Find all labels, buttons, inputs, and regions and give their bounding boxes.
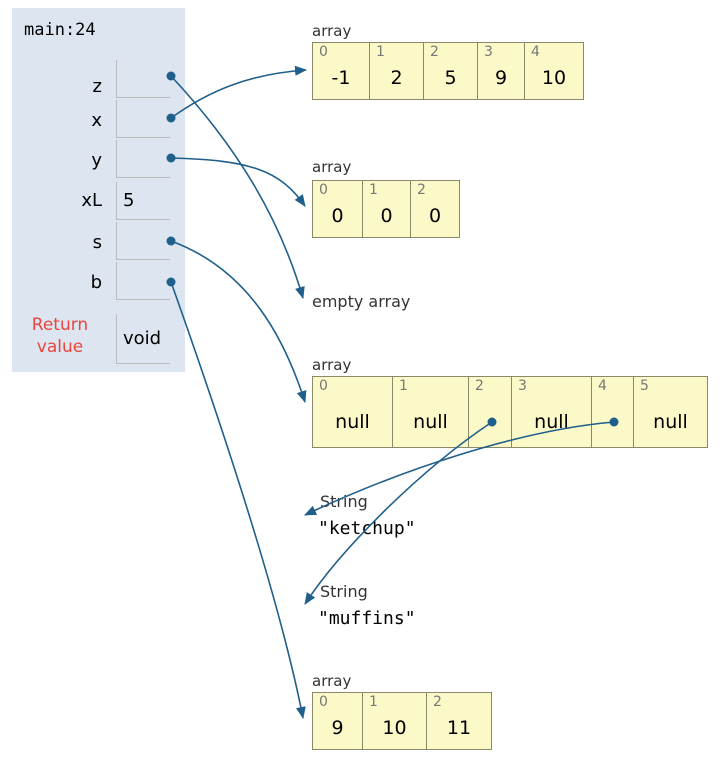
array-value: 9 — [494, 67, 508, 89]
array-4-label: array — [312, 672, 352, 690]
pointer-dot-z — [166, 71, 176, 81]
return-value-label: Return value — [31, 315, 89, 357]
array-index: 4 — [531, 44, 540, 60]
array-value: 0 — [380, 205, 393, 227]
array-value: 0 — [331, 205, 344, 227]
array-1-cell-0: 0-1 — [312, 42, 369, 100]
array-index: 1 — [369, 694, 378, 710]
array-index: 1 — [399, 378, 408, 394]
array-value: 9 — [331, 717, 344, 739]
string-2-label: String — [320, 582, 368, 601]
stack-frame: main:24 z x y xL 5 s b Return value void — [12, 8, 185, 372]
array-index: 5 — [640, 378, 649, 394]
var-name-x: x — [91, 110, 102, 131]
pointer-arr3-2 — [304, 421, 493, 605]
array-index: 2 — [433, 694, 442, 710]
array-value: 10 — [541, 67, 567, 89]
array-index: 0 — [319, 182, 328, 198]
var-cell-xL: 5 — [116, 182, 170, 220]
array-index: 3 — [518, 378, 527, 394]
array-index: 0 — [319, 378, 328, 394]
array-value: null — [413, 411, 448, 433]
string-2-value: "muffins" — [318, 608, 416, 629]
array-value: null — [534, 411, 569, 433]
pointer-dot-arr3-4 — [609, 417, 619, 427]
var-cell-y — [116, 140, 170, 178]
pointer-b — [170, 281, 306, 719]
array-3-cell-2: 2 — [468, 376, 511, 448]
var-name-s: s — [92, 232, 102, 253]
array-index: 2 — [417, 182, 426, 198]
pointer-s — [170, 240, 307, 403]
pointer-dot-y — [166, 153, 176, 163]
var-cell-x — [116, 100, 170, 138]
array-3-cell-5: 5 null — [633, 376, 708, 448]
var-name-z: z — [92, 76, 102, 97]
pointer-dot-b — [166, 277, 176, 287]
pointer-dot-x — [166, 113, 176, 123]
array-value: null — [653, 411, 688, 433]
array-value: 0 — [428, 205, 442, 227]
array-2-label: array — [312, 158, 352, 176]
var-name-b: b — [90, 272, 102, 293]
array-index: 1 — [369, 182, 378, 198]
array-index: 0 — [319, 44, 328, 60]
array-value: -1 — [331, 67, 351, 89]
array-value: null — [335, 411, 370, 433]
var-cell-z — [116, 60, 170, 98]
string-1-label: String — [320, 492, 368, 511]
array-3-label: array — [312, 356, 352, 374]
array-index: 2 — [475, 378, 484, 394]
array-3-cell-4: 4 — [591, 376, 633, 448]
empty-array-label: empty array — [312, 292, 411, 311]
array-3-cell-0: 0 null — [312, 376, 392, 448]
var-cell-s — [116, 222, 170, 260]
pointer-x — [170, 65, 307, 119]
array-value: 11 — [446, 717, 472, 739]
var-cell-b — [116, 262, 170, 300]
array-index: 3 — [484, 44, 493, 60]
array-index: 2 — [430, 44, 439, 60]
array-index: 1 — [376, 44, 385, 60]
var-name-xL: xL — [81, 190, 102, 211]
array-value: 10 — [382, 717, 407, 739]
pointer-z — [170, 75, 305, 299]
pointer-dot-arr3-2 — [487, 417, 497, 427]
array-3-cell-3: 3 null — [511, 376, 591, 448]
array-3: 0 null 1 null 2 3 null 4 5 null — [312, 376, 708, 448]
pointer-arr3-4 — [304, 421, 615, 516]
frame-title: main:24 — [24, 20, 96, 40]
array-index: 0 — [319, 694, 328, 710]
return-value-cell: void — [116, 314, 170, 364]
pointer-y — [170, 157, 306, 207]
array-3-cell-1: 1 null — [392, 376, 468, 448]
pointer-dot-s — [166, 236, 176, 246]
array-value: 2 — [390, 67, 403, 89]
array-index: 4 — [598, 378, 607, 394]
var-name-y: y — [91, 150, 102, 171]
array-value: 5 — [444, 67, 457, 89]
array-1-label: array — [312, 22, 352, 40]
